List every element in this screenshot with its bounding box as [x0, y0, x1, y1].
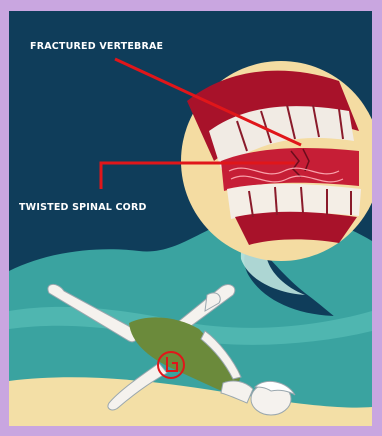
label-fractured-vertebrae: FRACTURED VERTEBRAE — [30, 41, 163, 52]
illustration-panel: FRACTURED VERTEBRAE TWISTED SPINAL CORD — [9, 11, 372, 426]
label-twisted-spinal-cord: TWISTED SPINAL CORD — [19, 202, 147, 213]
spinal-injury-illustration — [9, 11, 372, 426]
